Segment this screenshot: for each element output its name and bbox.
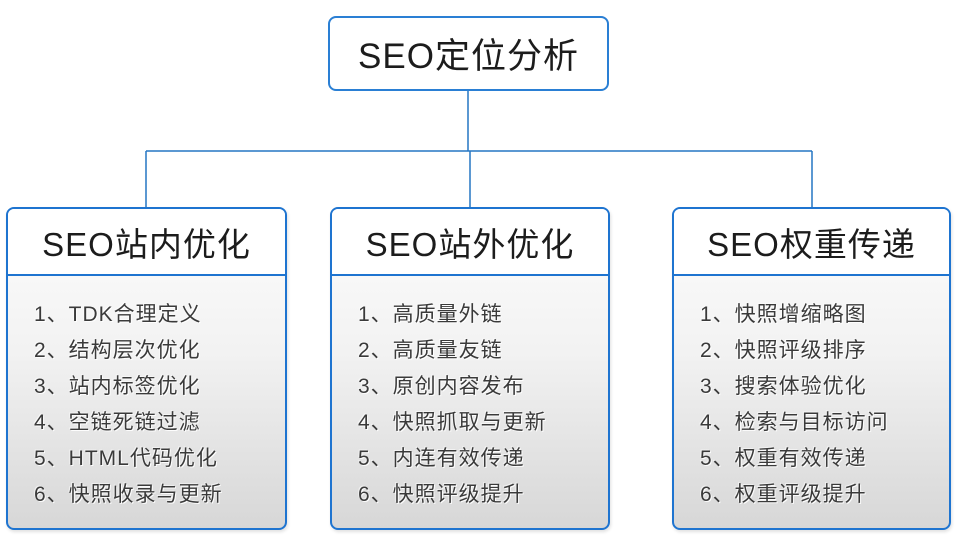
branch-weight-transfer: SEO权重传递 1、快照增缩略图 2、快照评级排序 3、搜索体验优化 4、检索与… bbox=[672, 207, 951, 530]
branch-item-list: 1、快照增缩略图 2、快照评级排序 3、搜索体验优化 4、检索与目标访问 5、权… bbox=[674, 276, 949, 528]
list-item: 6、快照收录与更新 bbox=[34, 483, 223, 506]
list-item: 5、权重有效传递 bbox=[700, 447, 867, 470]
branch-item-list: 1、TDK合理定义 2、结构层次优化 3、站内标签优化 4、空链死链过滤 5、H… bbox=[8, 276, 285, 528]
list-item: 2、快照评级排序 bbox=[700, 339, 867, 362]
list-item: 3、原创内容发布 bbox=[358, 375, 525, 398]
list-item: 6、快照评级提升 bbox=[358, 483, 525, 506]
branch-offsite-optimization: SEO站外优化 1、高质量外链 2、高质量友链 3、原创内容发布 4、快照抓取与… bbox=[330, 207, 610, 530]
list-item: 2、结构层次优化 bbox=[34, 339, 201, 362]
branch-onsite-optimization: SEO站内优化 1、TDK合理定义 2、结构层次优化 3、站内标签优化 4、空链… bbox=[6, 207, 287, 530]
branch-title: SEO站外优化 bbox=[365, 225, 575, 263]
list-item: 1、高质量外链 bbox=[358, 303, 503, 326]
list-item: 4、快照抓取与更新 bbox=[358, 411, 547, 434]
list-item: 6、权重评级提升 bbox=[700, 483, 867, 506]
branch-header: SEO站内优化 bbox=[8, 209, 285, 276]
root-node-title: SEO定位分析 bbox=[358, 37, 579, 76]
list-item: 5、HTML代码优化 bbox=[34, 447, 218, 470]
branch-header: SEO权重传递 bbox=[674, 209, 949, 276]
branch-title: SEO权重传递 bbox=[707, 225, 916, 263]
list-item: 3、站内标签优化 bbox=[34, 375, 201, 398]
list-item: 1、TDK合理定义 bbox=[34, 303, 202, 326]
root-node: SEO定位分析 bbox=[328, 16, 609, 91]
list-item: 5、内连有效传递 bbox=[358, 447, 525, 470]
list-item: 2、高质量友链 bbox=[358, 339, 503, 362]
branch-title: SEO站内优化 bbox=[42, 225, 251, 263]
list-item: 3、搜索体验优化 bbox=[700, 375, 867, 398]
list-item: 4、检索与目标访问 bbox=[700, 411, 889, 434]
list-item: 1、快照增缩略图 bbox=[700, 303, 867, 326]
branch-item-list: 1、高质量外链 2、高质量友链 3、原创内容发布 4、快照抓取与更新 5、内连有… bbox=[332, 276, 608, 528]
list-item: 4、空链死链过滤 bbox=[34, 411, 201, 434]
branch-header: SEO站外优化 bbox=[332, 209, 608, 276]
